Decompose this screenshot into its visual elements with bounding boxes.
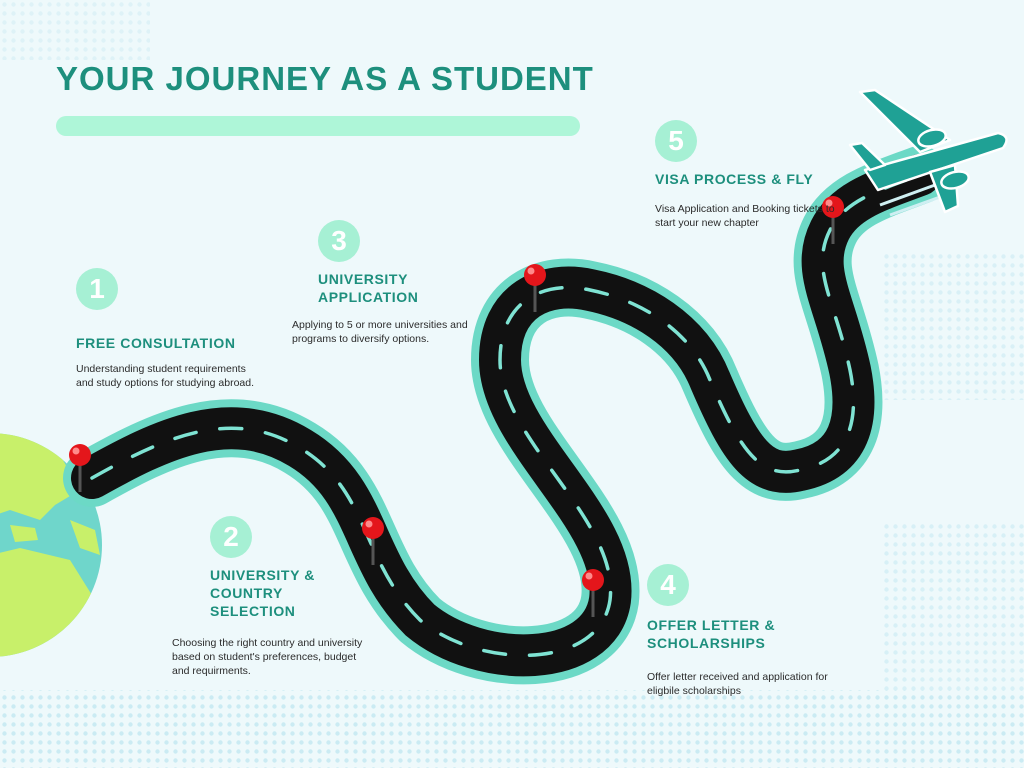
location-pin-icon [582, 569, 604, 617]
step-title: VISA PROCESS & FLY [655, 171, 814, 187]
step-title: UNIVERSITY APPLICATION [318, 271, 419, 305]
step-description: Offer letter received and application fo… [647, 671, 828, 697]
step-5: 5 VISA PROCESS & FLY Visa Application an… [655, 120, 840, 230]
step-4: 4 OFFER LETTER & SCHOLARSHIPS Offer lett… [647, 564, 837, 698]
page-title: YOUR JOURNEY AS A STUDENT [56, 60, 594, 97]
step-number-badge: 4 [647, 564, 689, 606]
airplane-icon [848, 88, 1008, 217]
title-underline-bar [56, 116, 580, 136]
step-description: Choosing the right country and universit… [172, 637, 363, 677]
step-number-badge: 1 [76, 268, 118, 310]
step-title: UNIVERSITY & COUNTRY SELECTION [210, 567, 315, 619]
step-description: Applying to 5 or more universities and p… [292, 319, 468, 345]
step-number-badge: 3 [318, 220, 360, 262]
step-1: 1 FREE CONSULTATION Understanding studen… [76, 268, 266, 390]
location-pin-icon [69, 444, 91, 492]
step-number-badge: 5 [655, 120, 697, 162]
location-pin-icon [362, 517, 384, 565]
location-pin-icon [822, 196, 844, 244]
step-description: Visa Application and Booking tickets to … [655, 203, 835, 229]
step-number-badge: 2 [210, 516, 252, 558]
step-description: Understanding student requirements and s… [76, 363, 255, 389]
step-title: OFFER LETTER & SCHOLARSHIPS [647, 617, 776, 651]
step-3: 3 UNIVERSITY APPLICATION Applying to 5 o… [292, 220, 492, 346]
step-2: 2 UNIVERSITY & COUNTRY SELECTION Choosin… [172, 516, 372, 678]
step-title: FREE CONSULTATION [76, 335, 236, 351]
location-pin-icon [524, 264, 546, 312]
